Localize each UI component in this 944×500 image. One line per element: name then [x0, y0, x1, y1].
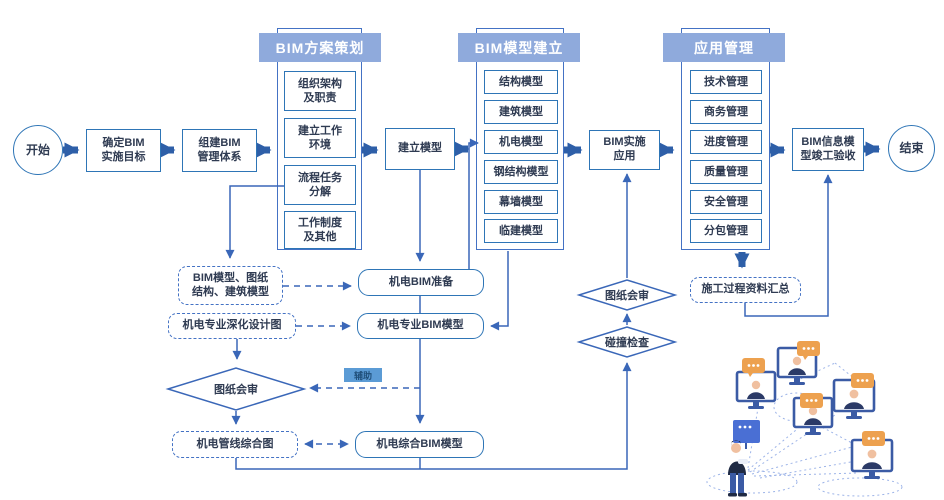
- define-goal-node: 确定BIM 实施目标: [86, 129, 161, 172]
- mep-drawing-review-diamond-label: 图纸会审: [214, 384, 258, 396]
- planning-item-org: 组织架构 及职责: [284, 71, 356, 111]
- docs-summary-node: 施工过程资料汇总: [690, 277, 801, 303]
- application-item-quality: 质量管理: [690, 160, 762, 184]
- application-item-subcontract: 分包管理: [690, 219, 762, 243]
- acceptance-node: BIM信息模 型竣工验收: [792, 128, 864, 171]
- monitor-icon: [735, 370, 777, 409]
- chat-bubble-icon: [800, 393, 823, 408]
- modeling-item-steel: 钢结构模型: [484, 160, 558, 184]
- planning-item-task: 流程任务 分解: [284, 165, 356, 205]
- presentation-board-icon: [733, 420, 760, 449]
- modeling-item-curtainwall: 幕墙模型: [484, 190, 558, 214]
- clash-check-diamond-label: 碰撞检查: [605, 337, 649, 349]
- planning-group-header: BIM方案策划: [259, 33, 381, 62]
- person-icon: [728, 440, 748, 497]
- planning-item-env: 建立工作 环境: [284, 118, 356, 158]
- video-conference-illustration: [706, 341, 903, 497]
- build-system-node: 组建BIM 管理体系: [182, 129, 257, 172]
- application-item-schedule: 进度管理: [690, 130, 762, 154]
- implementation-node: BIM实施 应用: [589, 130, 660, 170]
- planning-item-rules: 工作制度 及其他: [284, 211, 356, 249]
- mep-inputs-node: BIM模型、图纸 结构、建筑模型: [178, 266, 283, 305]
- start-node: 开始: [13, 125, 63, 175]
- modeling-group-header: BIM模型建立: [458, 33, 580, 62]
- modeling-item-temporary: 临建模型: [484, 219, 558, 243]
- application-item-tech: 技术管理: [690, 70, 762, 94]
- modeling-item-mep: 机电模型: [484, 130, 558, 154]
- end-node: 结束: [888, 125, 935, 172]
- build-model-node: 建立模型: [385, 128, 455, 170]
- chat-bubble-icon: [851, 373, 874, 388]
- chat-bubble-icon: [742, 358, 765, 377]
- application-item-safety: 安全管理: [690, 190, 762, 214]
- mep-pro-model-node: 机电专业BIM模型: [357, 313, 484, 339]
- mep-pipeline-node: 机电管线综合图: [172, 431, 298, 458]
- mep-design-node: 机电专业深化设计图: [168, 313, 296, 339]
- chat-bubble-icon: [797, 341, 820, 360]
- mep-prep-node: 机电BIM准备: [358, 269, 484, 296]
- aux-tag: 辅助: [344, 368, 382, 382]
- mep-combined-model-node: 机电综合BIM模型: [355, 431, 484, 458]
- monitor-icon: [850, 438, 894, 479]
- modeling-item-architecture: 建筑模型: [484, 100, 558, 124]
- chat-bubble-icon: [862, 431, 885, 446]
- application-item-commerce: 商务管理: [690, 100, 762, 124]
- drawing-review-diamond-label: 图纸会审: [605, 290, 649, 302]
- application-group-header: 应用管理: [663, 33, 785, 62]
- modeling-item-structure: 结构模型: [484, 70, 558, 94]
